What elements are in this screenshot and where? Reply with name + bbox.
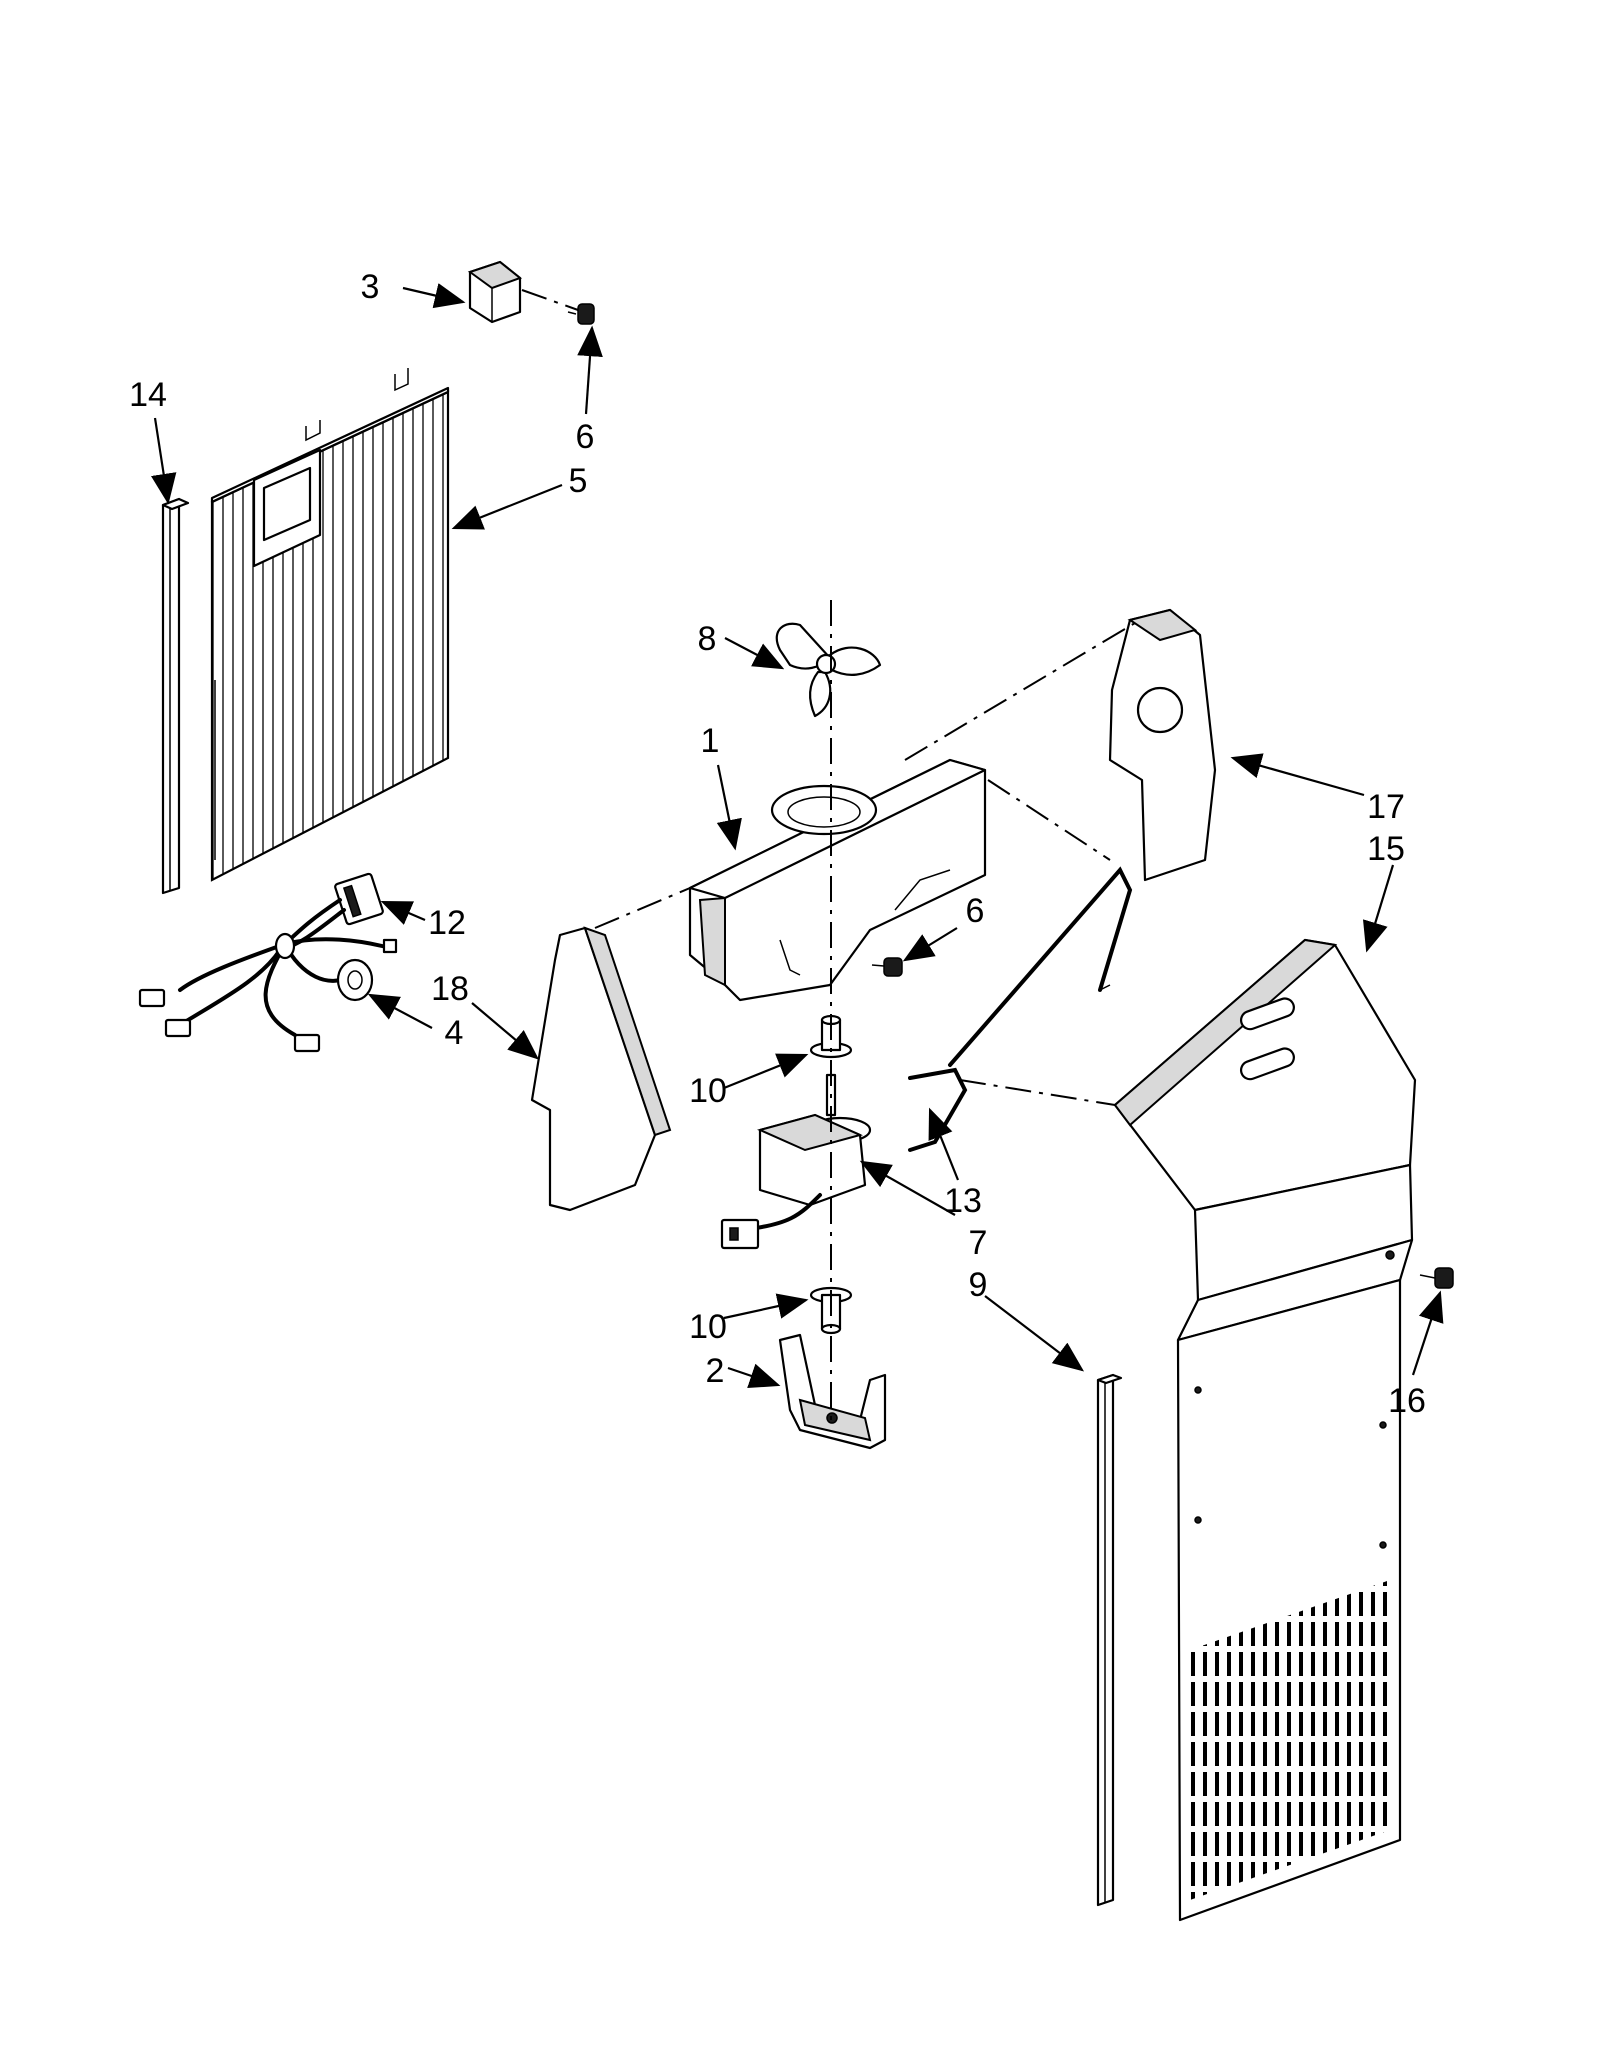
callout-7: 7 xyxy=(969,1224,988,1262)
part-6-screw-middle xyxy=(871,957,903,977)
callout-18: 18 xyxy=(431,970,469,1008)
part-9-gasket-strip xyxy=(1096,1373,1123,1907)
callout-10b: 10 xyxy=(689,1308,727,1346)
part-18-air-baffle xyxy=(530,926,672,1212)
part-12-wire-harness xyxy=(138,872,398,1053)
callout-1: 1 xyxy=(701,722,720,760)
part-13-spring-clip xyxy=(908,866,1133,1152)
callout-6a: 6 xyxy=(576,418,595,456)
callout-5: 5 xyxy=(569,462,588,500)
callout-3: 3 xyxy=(361,268,380,306)
part-7-fan-motor xyxy=(720,1073,872,1250)
callout-9: 9 xyxy=(969,1266,988,1304)
callout-16: 16 xyxy=(1388,1382,1426,1420)
part-1-fan-shroud xyxy=(688,758,987,1002)
callout-15: 15 xyxy=(1367,830,1405,868)
part-6-screw-top xyxy=(567,303,595,325)
callout-6b: 6 xyxy=(966,892,985,930)
callout-17: 17 xyxy=(1367,788,1405,826)
callout-2: 2 xyxy=(706,1352,725,1390)
callout-4: 4 xyxy=(445,1014,464,1052)
part-16-screw-right xyxy=(1419,1267,1454,1289)
part-14-gasket-strip xyxy=(161,497,190,895)
callout-13: 13 xyxy=(944,1182,982,1220)
part-2-motor-bracket xyxy=(778,1333,887,1450)
part-3-duct-cap xyxy=(467,260,523,324)
callout-8: 8 xyxy=(698,620,717,658)
part-5-evaporator-cover xyxy=(210,368,450,882)
part-4-grommet xyxy=(336,958,374,1002)
callout-10a: 10 xyxy=(689,1072,727,1110)
part-8-fan-blade xyxy=(775,622,882,718)
callout-14: 14 xyxy=(129,376,167,414)
part-17-air-baffle xyxy=(1108,608,1217,882)
part-15-rear-panel xyxy=(1113,938,1417,1922)
callout-12: 12 xyxy=(428,904,466,942)
